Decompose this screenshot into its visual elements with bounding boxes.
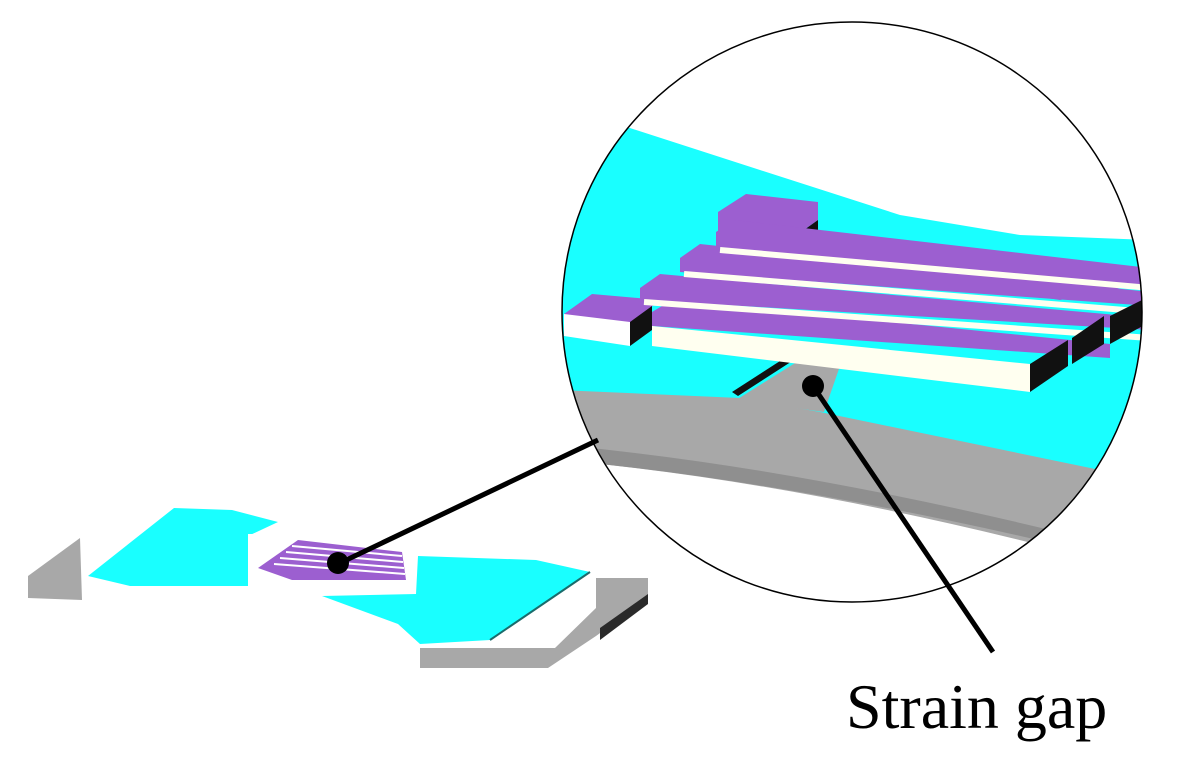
specimen-left-cyan-wing [88, 508, 278, 586]
specimen-right-dark-edge [600, 594, 648, 640]
gauge-line-4 [652, 300, 1110, 358]
gauge-front-tab-end [630, 306, 652, 346]
gauge-grid [564, 194, 1142, 392]
specimen-right-gray-body [420, 608, 596, 668]
gray-specimen-lower-band [562, 445, 1060, 545]
strain-gap-label: Strain gap [846, 671, 1107, 742]
gauge-white-gaps [643, 247, 1142, 341]
specimen-overview [28, 508, 648, 668]
strain-gap-slot [732, 352, 800, 396]
specimen-right-gray-end [596, 578, 648, 636]
gauge-front-tab-face [564, 314, 630, 346]
specimen-focus-dot [327, 552, 349, 574]
below-specimen-area [562, 460, 1142, 602]
gauge-end-block-1 [1030, 340, 1068, 392]
strain-gap-leader-line [810, 384, 996, 654]
strain-gap-region [736, 360, 840, 412]
gauge-end-block-2 [1072, 316, 1104, 364]
magnifier-lens-outline [561, 21, 1143, 603]
magnifier-connector-line [338, 437, 600, 566]
specimen-right-cyan-wing [322, 556, 590, 644]
specimen-right-wing-edge [489, 571, 591, 641]
gauge-line-faces [652, 326, 1030, 392]
strain-gap-dot [802, 375, 824, 397]
gauge-line-3 [640, 274, 1142, 330]
specimen-left-gray-edge [28, 538, 82, 600]
magnified-view [562, 120, 1142, 602]
gauge-end-block-3 [1110, 296, 1142, 344]
